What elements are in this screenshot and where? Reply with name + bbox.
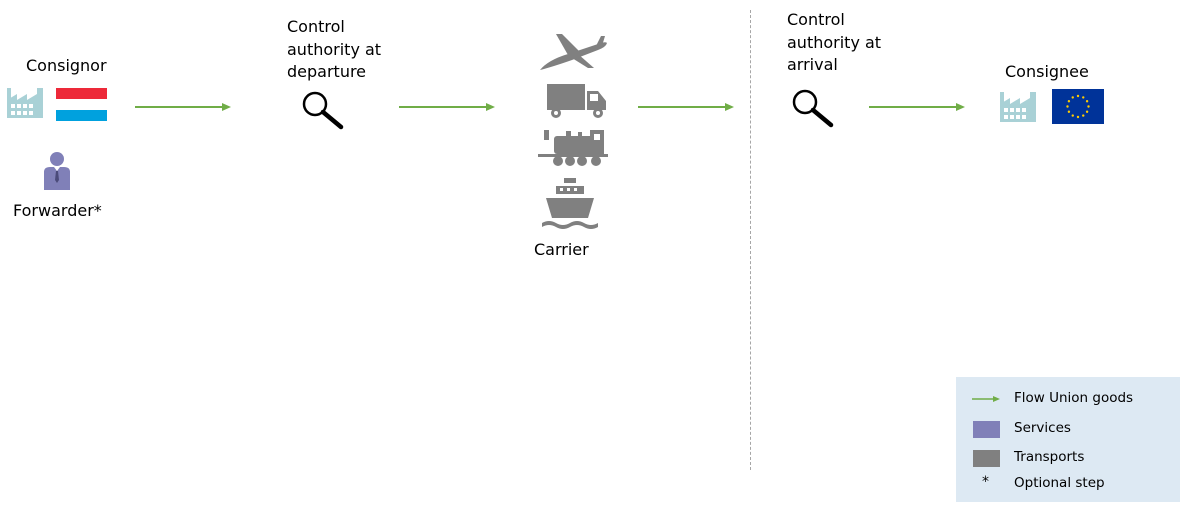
- eu-star: [1076, 115, 1080, 119]
- control-departure-line-1: Control: [287, 17, 345, 36]
- eu-star: [1066, 105, 1069, 108]
- eu-star: [1076, 94, 1080, 98]
- eu-star: [1085, 110, 1089, 113]
- consignee-factory-icon: [1000, 92, 1036, 122]
- control-departure-label: Control authority at departure: [287, 16, 381, 84]
- flow-arrow-1: [135, 103, 231, 111]
- border-divider-line: [750, 10, 751, 470]
- legend-transports-label: Transports: [1014, 449, 1085, 465]
- control-arrival-line-1: Control: [787, 10, 845, 29]
- truck-icon: [547, 84, 606, 118]
- asterisk-icon: *: [982, 474, 989, 490]
- control-arrival-line-3: arrival: [787, 55, 838, 74]
- carrier-label: Carrier: [534, 240, 589, 259]
- legend-item-flow: Flow Union goods: [956, 389, 1180, 409]
- eu-star: [1071, 114, 1074, 117]
- forwarder-label: Forwarder*: [13, 201, 102, 220]
- luxembourg-flag-icon: [56, 88, 107, 121]
- legend-arrow-icon: [972, 396, 1000, 402]
- eu-flag-icon: [1052, 89, 1104, 124]
- eu-star: [1071, 96, 1074, 99]
- legend-item-transports: Transports: [956, 448, 1180, 468]
- consignor-factory-icon: [7, 88, 43, 118]
- eu-star: [1082, 114, 1085, 117]
- legend-flow-label: Flow Union goods: [1014, 390, 1134, 406]
- eu-star: [1085, 100, 1089, 103]
- legend: Flow Union goods Services Transports * O…: [956, 377, 1180, 502]
- legend-item-optional: * Optional step: [956, 474, 1180, 494]
- ship-icon: [542, 178, 598, 229]
- airplane-icon: [540, 34, 607, 70]
- control-departure-line-2: authority at: [287, 39, 382, 59]
- flow-arrow-2: [399, 103, 495, 111]
- services-swatch: [973, 421, 1000, 438]
- eu-star: [1082, 96, 1085, 99]
- train-icon: [538, 130, 608, 166]
- eu-star: [1087, 105, 1090, 108]
- eu-star: [1067, 110, 1071, 113]
- legend-optional-label: Optional step: [1014, 475, 1105, 491]
- consignee-label: Consignee: [1005, 62, 1089, 81]
- flow-arrow-3: [638, 103, 734, 111]
- control-arrival-line-2: authority at: [787, 32, 882, 52]
- transports-swatch: [973, 450, 1000, 467]
- magnifier-icon: [302, 91, 344, 130]
- flow-arrow-4: [869, 103, 965, 111]
- consignor-label: Consignor: [26, 56, 107, 75]
- magnifier-icon: [792, 89, 834, 128]
- legend-item-services: Services: [956, 419, 1180, 439]
- forwarder-person-icon: [44, 152, 70, 190]
- legend-services-label: Services: [1014, 420, 1071, 436]
- control-arrival-label: Control authority at arrival: [787, 9, 881, 77]
- eu-star: [1067, 100, 1071, 103]
- control-departure-line-3: departure: [287, 62, 367, 81]
